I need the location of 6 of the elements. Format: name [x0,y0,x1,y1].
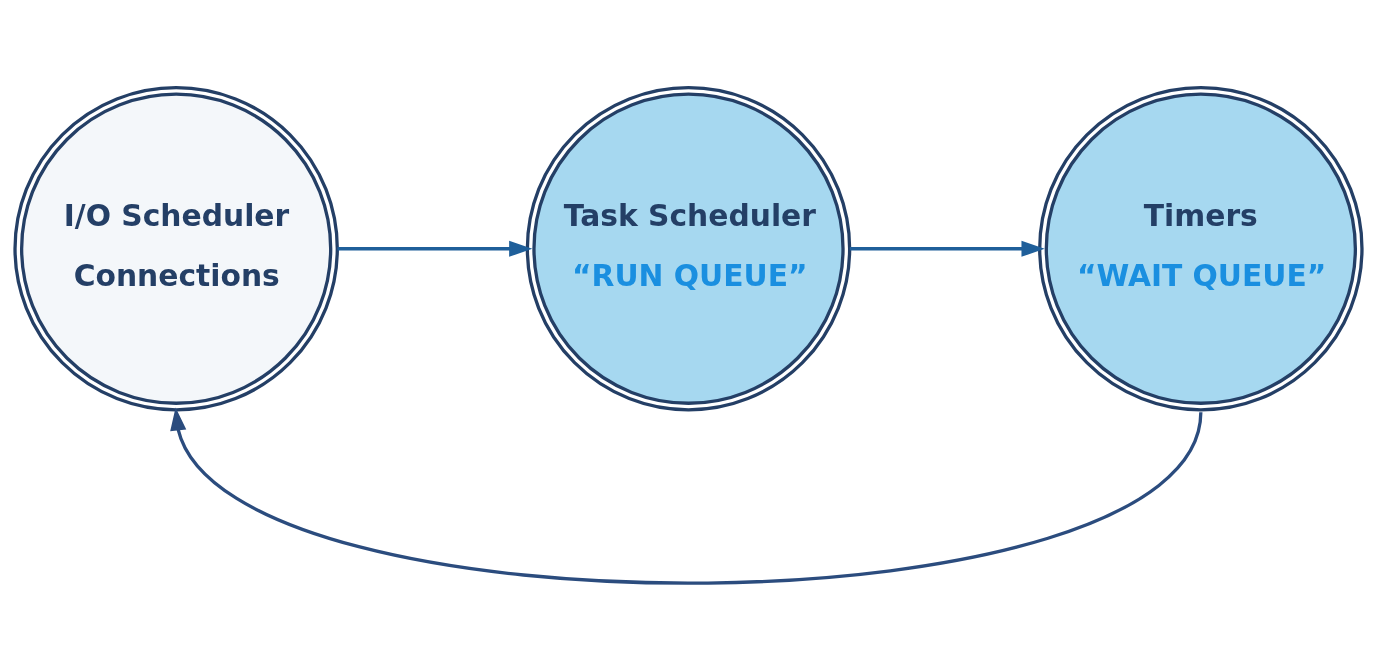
arrow [337,240,533,257]
node-circle: Task Scheduler “RUN QUEUE” [525,85,852,412]
arrow [849,240,1045,257]
arrow [170,407,1203,585]
node-circle: I/O Scheduler Connections [13,85,339,412]
node-circle: Timers “WAIT QUEUE” [1038,85,1364,412]
